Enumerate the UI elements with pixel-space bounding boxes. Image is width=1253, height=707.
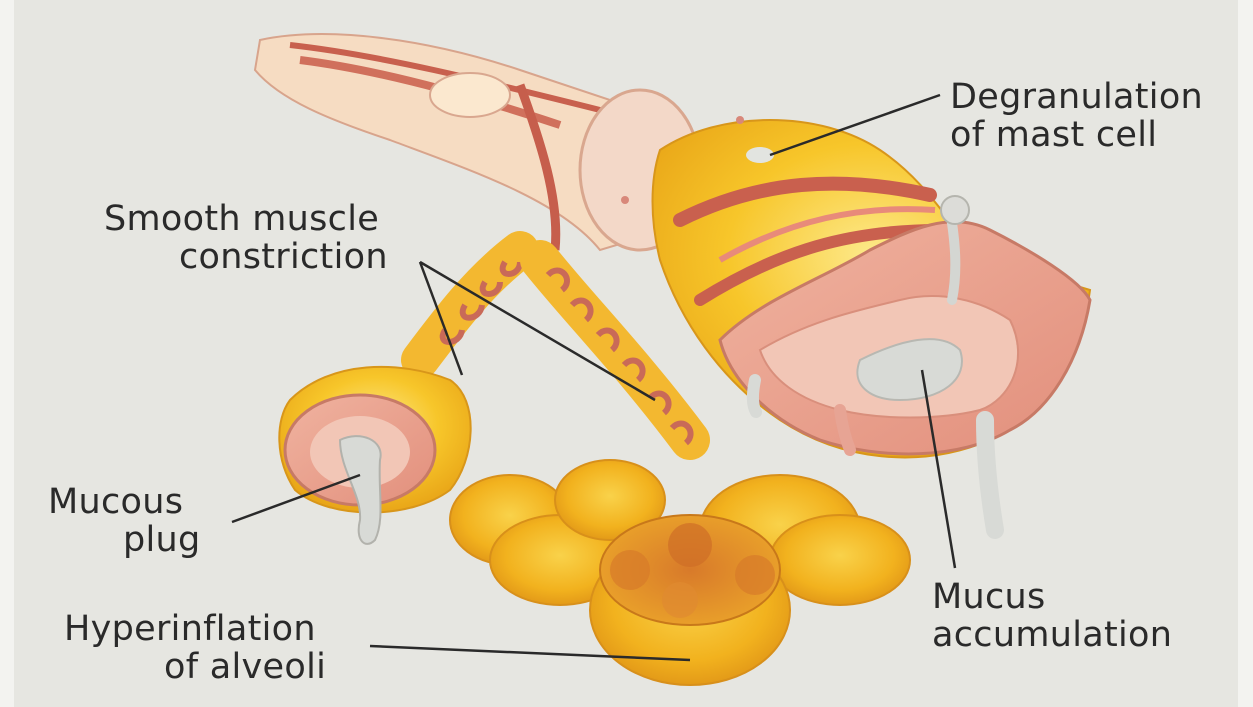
label-mucous-plug: Mucous plug bbox=[48, 483, 201, 559]
label-mucous-plug-line2: plug bbox=[48, 521, 201, 559]
label-smooth-muscle: Smooth muscle constriction bbox=[104, 200, 388, 276]
frame-right-edge bbox=[1238, 0, 1253, 707]
label-degranulation-line1: Degranulation bbox=[950, 78, 1203, 116]
label-hyperinflation-line1: Hyperinflation bbox=[64, 610, 326, 648]
label-mucus-accumulation-line2: accumulation bbox=[932, 616, 1172, 654]
label-smooth-muscle-line2: constriction bbox=[104, 238, 388, 276]
label-hyperinflation: Hyperinflation of alveoli bbox=[64, 610, 326, 686]
label-mucus-accumulation-line1: Mucus bbox=[932, 578, 1172, 616]
label-mucus-accumulation: Mucus accumulation bbox=[932, 578, 1172, 654]
frame-left-edge bbox=[0, 0, 14, 707]
label-degranulation: Degranulation of mast cell bbox=[950, 78, 1203, 154]
label-smooth-muscle-line1: Smooth muscle bbox=[104, 200, 388, 238]
label-hyperinflation-line2: of alveoli bbox=[64, 648, 326, 686]
label-degranulation-line2: of mast cell bbox=[950, 116, 1203, 154]
label-mucous-plug-line1: Mucous bbox=[48, 483, 201, 521]
